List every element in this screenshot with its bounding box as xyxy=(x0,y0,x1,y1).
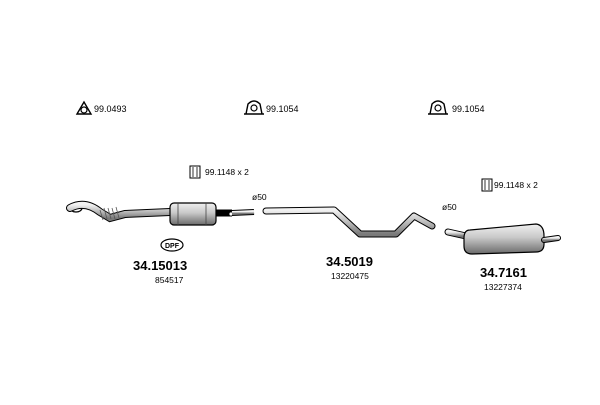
clamp-icon xyxy=(244,100,264,115)
middle-pipe xyxy=(262,206,436,238)
clamp-icon xyxy=(428,100,448,115)
dpf-badge-label: DPF xyxy=(165,243,180,250)
diameter-label: ø50 xyxy=(442,202,457,212)
clamp-code: 99.1054 xyxy=(266,104,299,114)
oem-number: 13227374 xyxy=(484,282,522,292)
oem-number: 854517 xyxy=(155,275,184,285)
dpf-badge: DPF xyxy=(160,238,184,252)
part-number: 34.15013 xyxy=(133,258,188,273)
clamp-code: 99.1054 xyxy=(452,104,485,114)
gasket-icon xyxy=(75,100,93,115)
bolt-set-code: 99.1148 x 2 xyxy=(205,167,249,177)
part-number: 34.5019 xyxy=(326,254,373,269)
oem-number: 13220475 xyxy=(331,271,369,281)
rear-silencer xyxy=(444,223,561,255)
diameter-label: ø50 xyxy=(252,192,267,202)
bolt-set-code: 99.1148 x 2 xyxy=(494,180,538,190)
bolt-set-icon xyxy=(189,165,201,179)
bolt-set-icon xyxy=(481,178,493,192)
clamp-code: 99.0493 xyxy=(94,104,127,114)
front-pipe-dpf xyxy=(66,200,255,226)
part-number: 34.7161 xyxy=(480,265,527,280)
